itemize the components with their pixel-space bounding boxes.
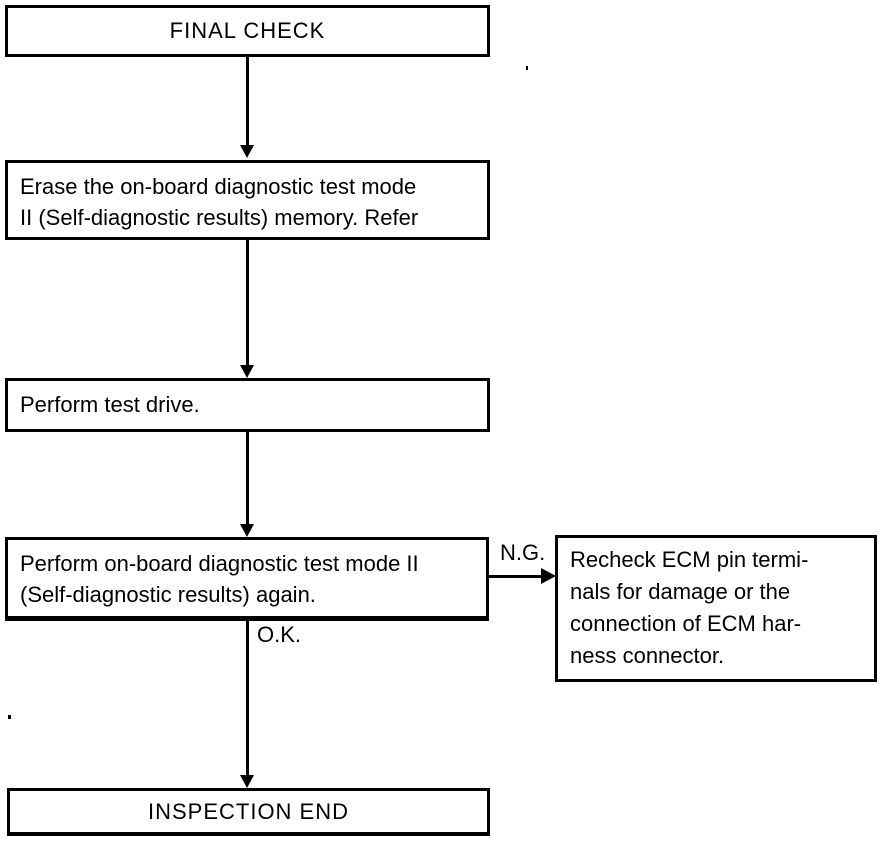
node-erase-memory: Erase the on-board diagnostic test mode … xyxy=(5,160,490,240)
node-test-drive: Perform test drive. xyxy=(5,378,490,432)
arrowhead-down-icon xyxy=(240,145,254,158)
connector-testdrive-to-perform xyxy=(246,432,249,524)
node-inspection-end: INSPECTION END xyxy=(7,788,490,836)
connector-erase-to-testdrive xyxy=(246,240,249,365)
connector-perform-to-end xyxy=(246,621,249,775)
edge-label-ng: N.G. xyxy=(500,540,546,566)
node-recheck-ecm: Recheck ECM pin termi- nals for damage o… xyxy=(555,535,877,682)
arrowhead-down-icon xyxy=(240,775,254,788)
connector-final-to-erase xyxy=(246,57,249,145)
node-final-check: FINAL CHECK xyxy=(5,5,490,57)
scan-speck xyxy=(8,715,11,719)
connector-perform-to-recheck xyxy=(489,575,541,578)
scan-speck xyxy=(526,66,528,70)
arrowhead-down-icon xyxy=(240,365,254,378)
edge-label-ok: O.K. xyxy=(257,622,302,648)
node-perform-again: Perform on-board diagnostic test mode II… xyxy=(5,537,489,621)
arrowhead-down-icon xyxy=(240,524,254,537)
arrowhead-right-icon xyxy=(541,568,556,584)
